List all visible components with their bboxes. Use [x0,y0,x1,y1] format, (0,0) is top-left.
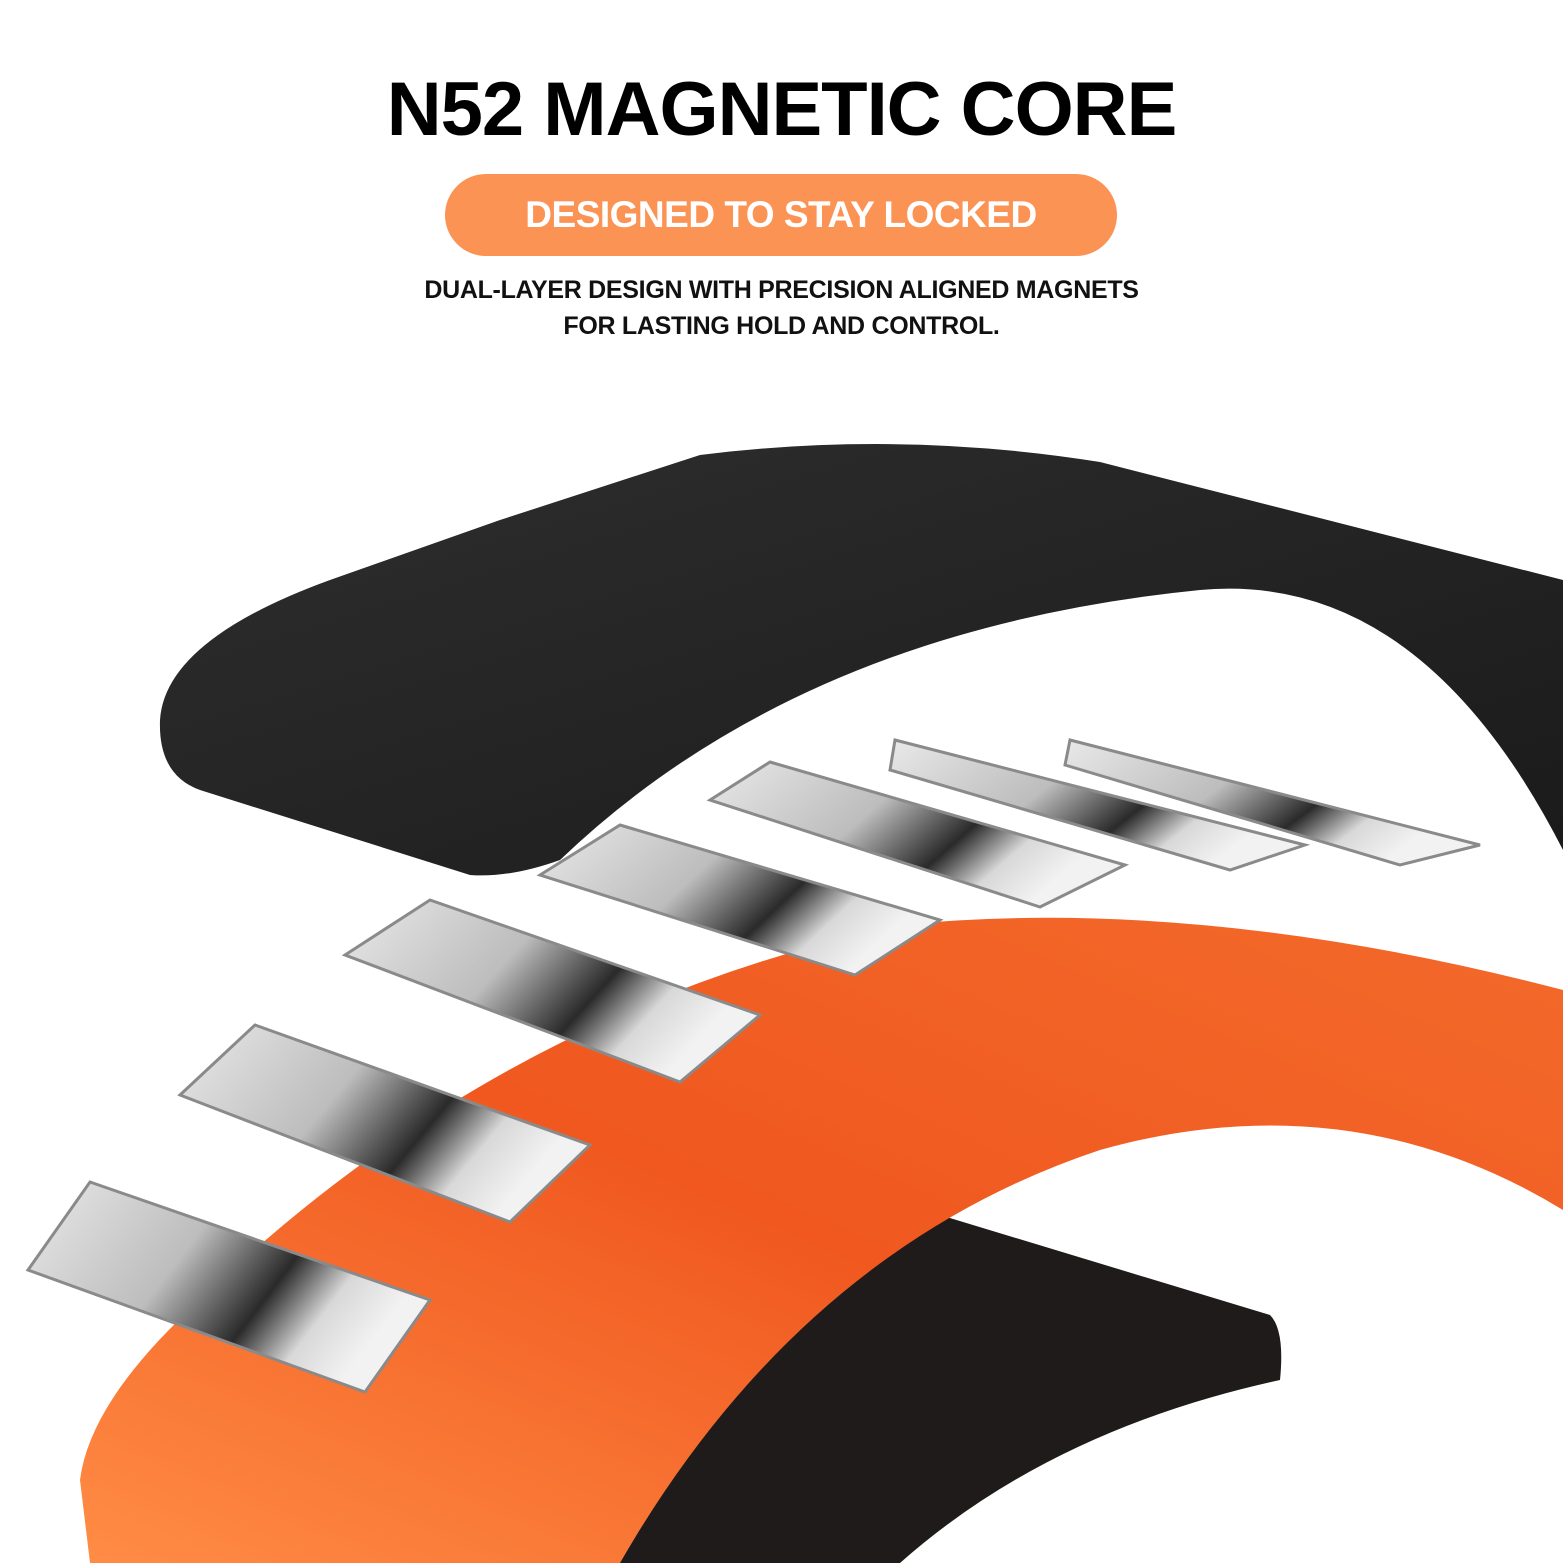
description-line-2: FOR LASTING HOLD AND CONTROL. [563,312,1000,340]
magnet [536,823,944,977]
lower-black-band [560,1215,1282,1563]
tagline-text: DESIGNED TO STAY LOCKED [525,194,1037,235]
orange-band [80,917,1563,1563]
tagline-badge: DESIGNED TO STAY LOCKED [445,174,1117,256]
magnet [888,738,1311,872]
magnet [1063,738,1481,867]
magnet-strips [536,823,944,977]
magnet [341,898,763,1084]
page-title: N52 MAGNETIC CORE [386,67,1178,152]
magnet [177,1023,593,1224]
upper-black-band [159,444,1563,876]
magnet [706,760,1130,909]
description: DUAL-LAYER DESIGN WITH PRECISION ALIGNED… [0,272,1563,344]
description-line-1: DUAL-LAYER DESIGN WITH PRECISION ALIGNED… [424,276,1139,304]
magnet [25,1180,433,1394]
